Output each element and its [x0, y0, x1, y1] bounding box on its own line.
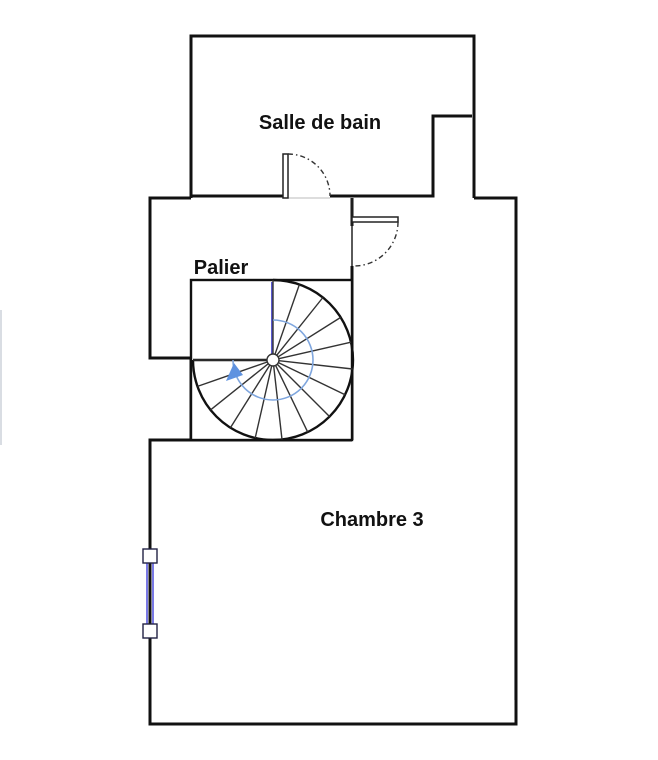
landing-walls: [148, 196, 518, 726]
bathroom-walls: [189, 34, 476, 198]
stair-tread: [274, 365, 309, 433]
stair-center-post: [266, 353, 280, 367]
stair-tread: [277, 316, 342, 358]
label-bedroom: Chambre 3: [320, 509, 423, 531]
bedroom-door-swing: [353, 221, 399, 267]
bathroom-door[interactable]: [282, 153, 331, 199]
stair-tread: [210, 363, 269, 411]
stair-direction-arrow-icon: [226, 363, 243, 381]
stair-tread: [274, 284, 301, 355]
bathroom-door-swing: [287, 153, 331, 197]
stair-tread: [278, 361, 346, 396]
window-handle-bottom: [142, 623, 158, 639]
stair-tread: [229, 364, 271, 429]
stair-tread: [278, 360, 353, 370]
stair-tread: [276, 297, 324, 356]
stair-walk-line: [232, 319, 314, 401]
label-landing: Palier: [194, 257, 249, 279]
stair-tread: [254, 365, 273, 439]
bedroom-door[interactable]: [351, 216, 399, 267]
stair-tread: [276, 363, 331, 418]
bedroom-window: [142, 548, 158, 639]
stair-tread: [278, 341, 352, 360]
bathroom-door-leaf: [282, 153, 289, 199]
stair-treads: [193, 280, 353, 440]
label-bathroom: Salle de bain: [259, 112, 381, 134]
bedroom-door-leaf: [351, 216, 399, 223]
window-handle-top: [142, 548, 158, 564]
stair-tread: [273, 365, 283, 440]
spiral-staircase: [189, 278, 355, 442]
